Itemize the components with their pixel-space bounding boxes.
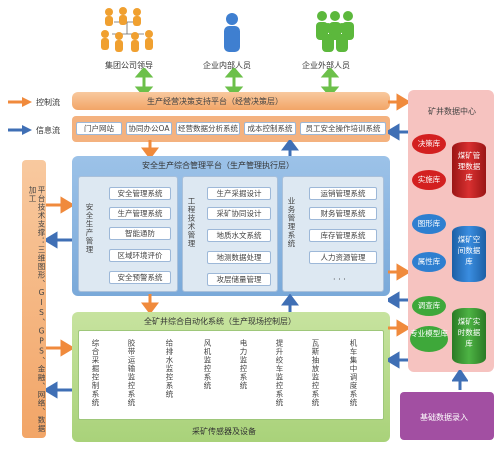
top-arrows: [134, 68, 340, 96]
safety-right-label: 业务管理系统: [287, 197, 296, 248]
auto-col-2: 给排水监控系统: [165, 339, 174, 399]
auto-col-1: 胶带运输监控系统: [127, 339, 136, 407]
db-graphic: 图形库: [412, 214, 446, 234]
decision-item-analysis: 经营数据分析系统: [176, 122, 240, 135]
leaders-group-icon: [92, 4, 162, 54]
mid-arrows-1: [141, 140, 299, 158]
biz-item-more: · · ·: [333, 275, 346, 284]
left-tech-support-text: 平台技术支撑：三维图形、GIS、GPS、金融、网络、数据加工: [28, 186, 46, 433]
data-center-panel: 矿井数据中心 决策库 实施库 图形库 属性库 调查库 专业模型库 煤矿管理数据库…: [408, 90, 494, 372]
auto-col-7: 机车集中调度系统: [349, 339, 358, 407]
safety-left-label: 安全生产管理: [85, 203, 94, 254]
safety-item-1: 生产管理系统: [109, 207, 171, 220]
mid-arrows-2: [141, 294, 299, 314]
safety-left-group: 安全生产管理 安全管理系统 生产管理系统 智能通防 区域环境评价 安全预警系统: [78, 176, 178, 292]
data-center-title: 矿井数据中心: [428, 107, 476, 116]
eng-item-4: 攻层储量管理: [207, 273, 271, 286]
biz-item-3: 人力资源管理: [309, 251, 377, 264]
legend-info-arrow: [8, 125, 32, 135]
auto-col-3: 风机监控系统: [203, 339, 212, 390]
decision-item-portal: 门户网站: [76, 122, 122, 135]
legend-control-label: 控制流: [36, 98, 60, 107]
basic-input-arrow: [452, 370, 468, 390]
basic-data-input: 基础数据录入: [400, 392, 494, 440]
db-attribute: 属性库: [412, 252, 446, 272]
db-decision: 决策库: [412, 134, 446, 154]
safety-item-4: 安全预警系统: [109, 271, 171, 284]
eng-item-1: 采矿协同设计: [207, 207, 271, 220]
eng-item-3: 地测数据处理: [207, 251, 271, 264]
decision-item-training: 员工安全操作培训系统: [300, 122, 386, 135]
safety-mid-group: 工程技术管理 生产采掘设计 采矿协同设计 地质水文系统 地测数据处理 攻层储量管…: [182, 176, 278, 292]
biz-item-2: 库存管理系统: [309, 229, 377, 242]
auto-col-4: 电力监控系统: [239, 339, 248, 390]
safety-platform: 安全生产综合管理平台（生产管理执行层） 安全生产管理 安全管理系统 生产管理系统…: [72, 156, 390, 296]
left-tech-support-band: 平台技术支撑：三维图形、GIS、GPS、金融、网络、数据加工: [22, 160, 46, 438]
legend-control-arrow: [8, 97, 32, 107]
auto-col-6: 瓦斯抽放监控系统: [311, 339, 320, 407]
legend-info-label: 信息流: [36, 126, 60, 135]
right-side-arrows: [388, 93, 410, 369]
eng-item-2: 地质水文系统: [207, 229, 271, 242]
db-implement: 实施库: [412, 170, 446, 190]
biz-item-0: 运销管理系统: [309, 187, 377, 200]
eng-item-0: 生产采掘设计: [207, 187, 271, 200]
external-label: 企业外部人员: [302, 61, 350, 70]
safety-item-3: 区域环境评价: [109, 249, 171, 262]
decision-platform-band: 生产经营决策支持平台（经营决策层）: [72, 92, 390, 110]
automation-title: 全矿井综合自动化系统（生产现场控制层）: [144, 317, 296, 326]
decision-platform-title: 生产经营决策支持平台（经营决策层）: [147, 97, 283, 106]
safety-item-2: 智能通防: [109, 227, 171, 240]
safety-item-0: 安全管理系统: [109, 187, 171, 200]
leaders-label: 集团公司领导: [105, 61, 153, 70]
safety-mid-label: 工程技术管理: [187, 197, 196, 248]
automation-columns: 综合采掘控制系统 胶带运输监控系统 给排水监控系统 风机监控系统 电力监控系统 …: [78, 330, 384, 420]
automation-platform: 全矿井综合自动化系统（生产现场控制层） 综合采掘控制系统 胶带运输监控系统 给排…: [72, 312, 390, 442]
auto-col-0: 综合采掘控制系统: [91, 339, 100, 407]
safety-platform-title: 安全生产综合管理平台（生产管理执行层）: [142, 161, 294, 170]
biz-item-1: 财务管理系统: [309, 207, 377, 220]
cyl-realtime-db: 煤矿实时数据库: [452, 308, 486, 364]
internal-person-icon: [220, 12, 244, 54]
basic-data-input-label: 基础数据录入: [420, 413, 468, 422]
left-side-arrows: [46, 196, 75, 399]
cyl-spatial-db: 煤矿空间数据库: [452, 226, 486, 282]
decision-item-cost: 成本控制系统: [244, 122, 296, 135]
internal-label: 企业内部人员: [203, 61, 251, 70]
safety-right-group: 业务管理系统 运销管理系统 财务管理系统 库存管理系统 人力资源管理 · · ·: [282, 176, 384, 292]
automation-footer: 采矿传感器及设备: [192, 427, 256, 436]
db-survey: 调查库: [412, 296, 446, 316]
external-group-icon: [310, 8, 360, 54]
decision-items-row: 门户网站 协同办公OA 经营数据分析系统 成本控制系统 员工安全操作培训系统: [72, 116, 390, 142]
cyl-management-db: 煤矿管理数据库: [452, 142, 486, 198]
auto-col-5: 提升绞车监控系统: [275, 339, 284, 407]
decision-item-oa: 协同办公OA: [126, 122, 172, 135]
db-model: 专业模型库: [410, 326, 448, 352]
